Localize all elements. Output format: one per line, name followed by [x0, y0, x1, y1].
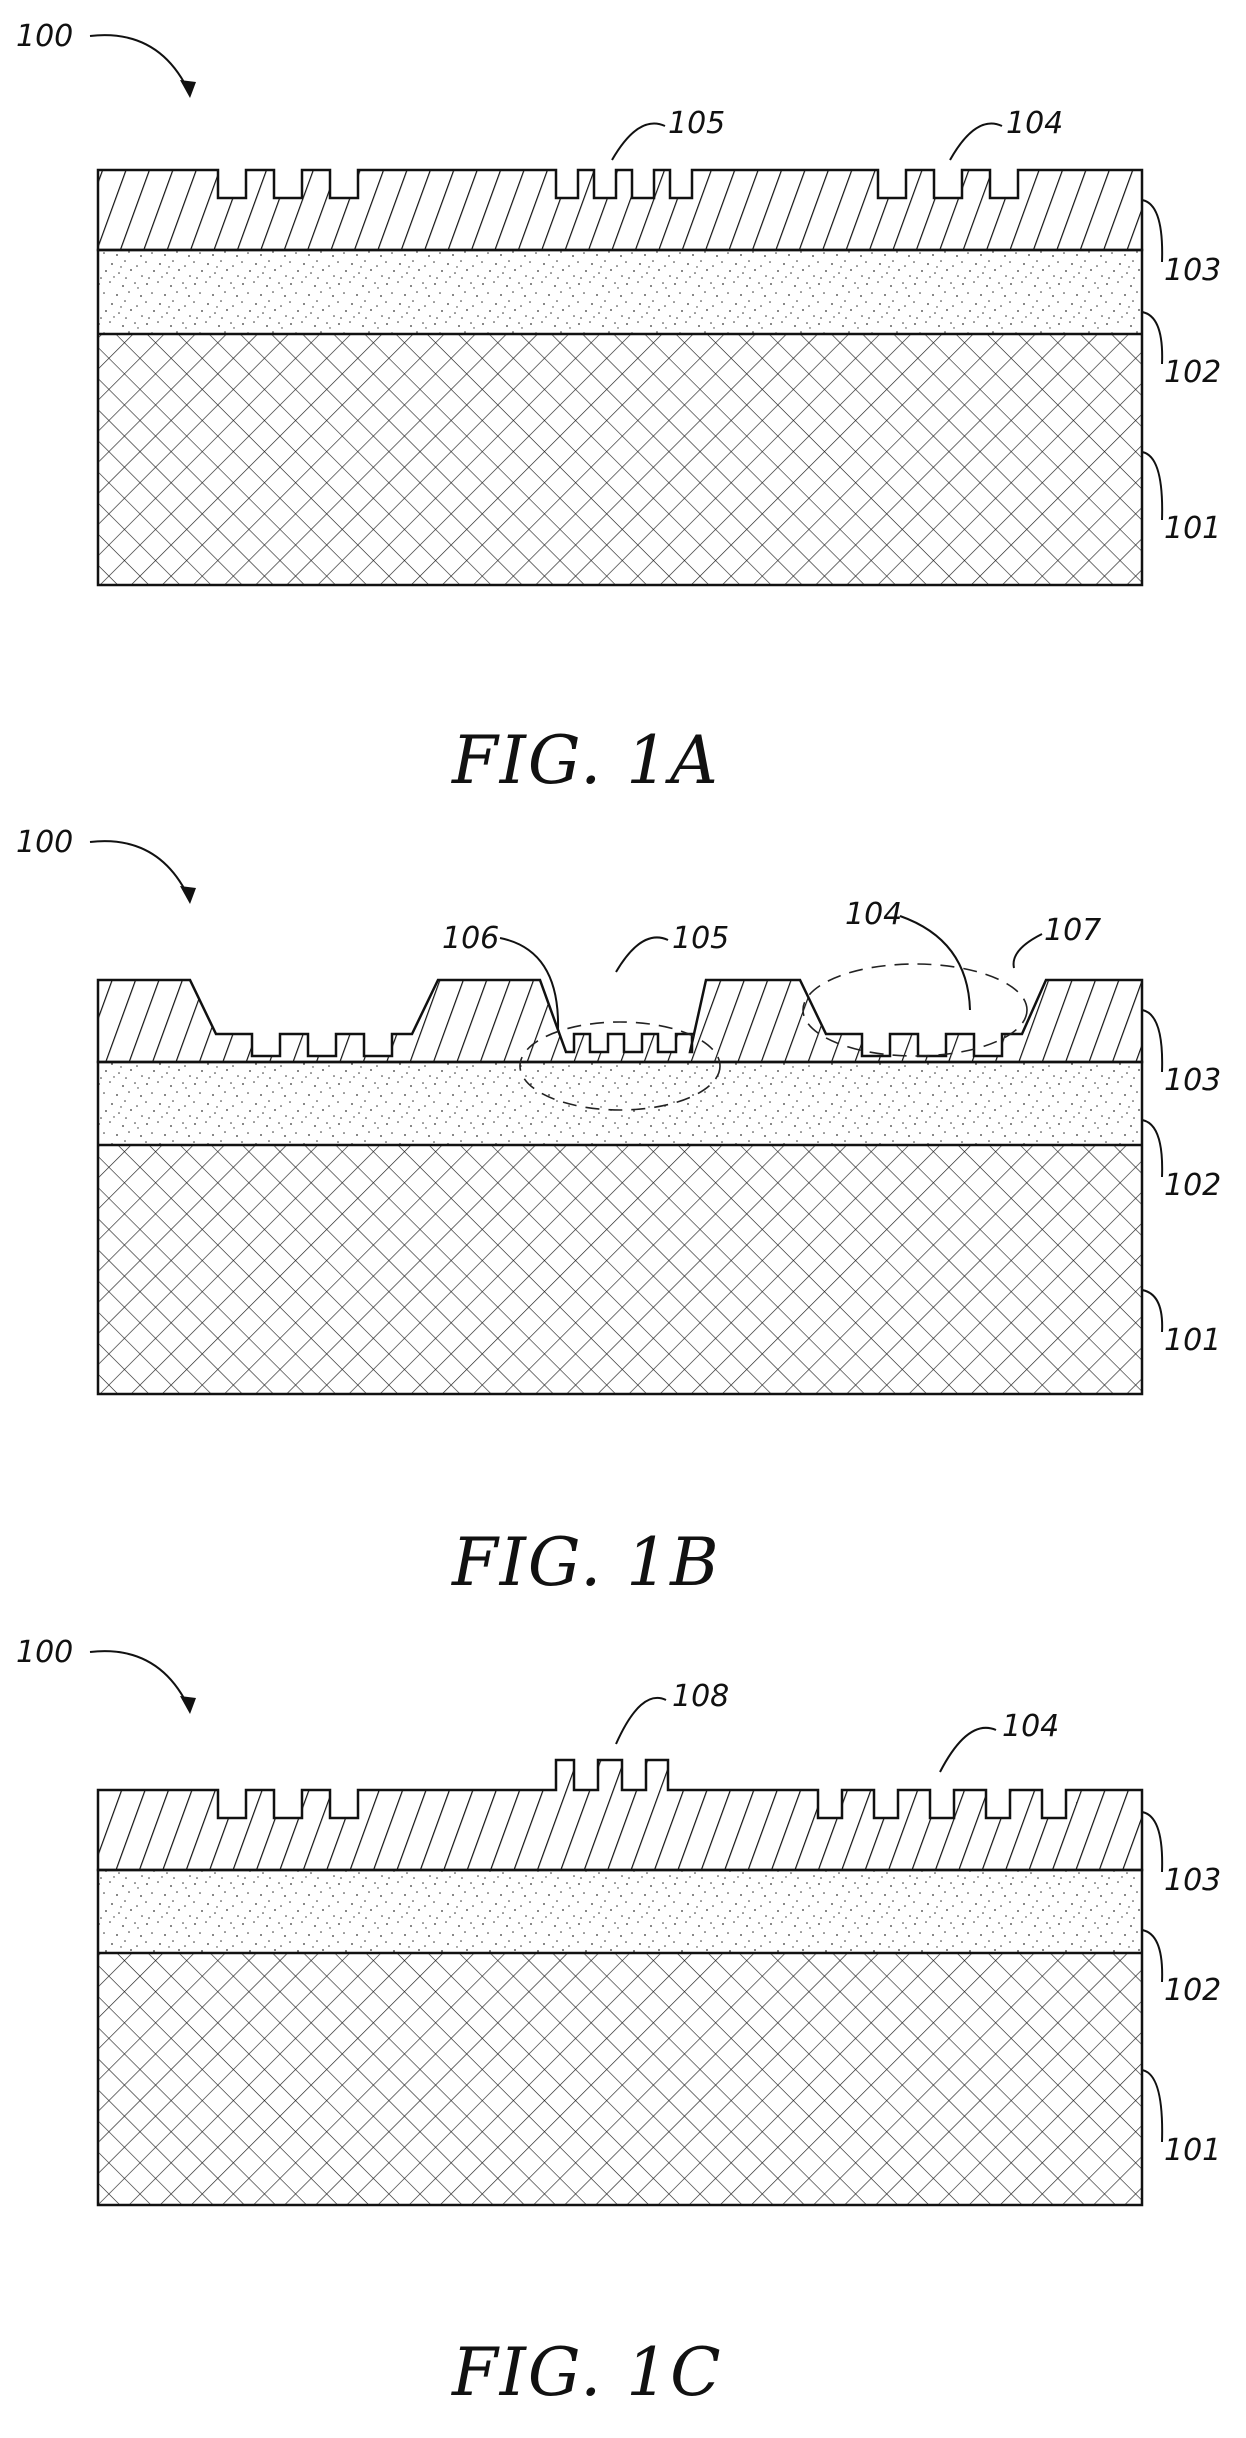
layer-101-substrate — [98, 1145, 1142, 1394]
figure-1b: 103 102 101 100 106 105 104 107FIG. 1B — [16, 825, 1221, 1601]
layer-103 — [98, 170, 1142, 250]
label-106: 106 — [442, 921, 499, 956]
leader-layer-101 — [1142, 452, 1162, 520]
label-layer-102: 102 — [1164, 1973, 1221, 2008]
figure-caption: FIG. 1C — [451, 2334, 723, 2411]
device-arrow-head — [180, 886, 196, 904]
leader-layer-102 — [1142, 1120, 1162, 1177]
leader-layer-101 — [1142, 2070, 1162, 2142]
figure-1a: 103 102 101 100 105 104FIG. 1A — [16, 19, 1221, 799]
leader-layer-103 — [1142, 1812, 1162, 1872]
leader-107 — [1014, 934, 1042, 968]
device-arrow-head — [180, 1696, 196, 1714]
leader-layer-102 — [1142, 312, 1162, 364]
layer-102 — [98, 1870, 1142, 1953]
label-108: 108 — [672, 1679, 729, 1714]
device-arrow-shaft — [90, 1651, 190, 1710]
label-layer-103: 103 — [1164, 253, 1221, 288]
label-104: 104 — [1002, 1709, 1059, 1744]
device-label-100: 100 — [16, 825, 73, 860]
device-label-100: 100 — [16, 19, 73, 54]
label-layer-103: 103 — [1164, 1863, 1221, 1898]
device-arrow-shaft — [90, 841, 190, 900]
label-104: 104 — [1006, 106, 1063, 141]
device-arrow-head — [180, 80, 196, 98]
label-layer-101: 101 — [1164, 511, 1221, 546]
leader-108 — [616, 1698, 666, 1744]
label-layer-102: 102 — [1164, 355, 1221, 390]
layer-103 — [98, 980, 1142, 1062]
leader-105 — [616, 937, 668, 972]
layer-101-substrate — [98, 1953, 1142, 2205]
device-label-100: 100 — [16, 1635, 73, 1670]
label-layer-101: 101 — [1164, 2133, 1221, 2168]
leader-104 — [940, 1728, 996, 1772]
label-104: 104 — [845, 897, 902, 932]
leader-layer-102 — [1142, 1930, 1162, 1982]
label-105: 105 — [672, 921, 729, 956]
leader-104 — [900, 916, 970, 1010]
leader-105 — [612, 124, 665, 160]
leader-104 — [950, 124, 1002, 160]
figure-caption: FIG. 1A — [451, 722, 720, 799]
device-arrow-shaft — [90, 35, 190, 94]
label-107: 107 — [1044, 913, 1101, 948]
leader-layer-101 — [1142, 1290, 1162, 1332]
label-layer-103: 103 — [1164, 1063, 1221, 1098]
leader-layer-103 — [1142, 1010, 1162, 1072]
label-105: 105 — [668, 106, 725, 141]
layer-102 — [98, 1062, 1142, 1145]
layer-101-substrate — [98, 334, 1142, 585]
layer-102 — [98, 250, 1142, 334]
leader-layer-103 — [1142, 200, 1162, 262]
label-layer-101: 101 — [1164, 1323, 1221, 1358]
figure-caption: FIG. 1B — [451, 1524, 721, 1601]
figure-1c: 103 102 101 100 108 104FIG. 1C — [16, 1635, 1221, 2411]
label-layer-102: 102 — [1164, 1168, 1221, 1203]
